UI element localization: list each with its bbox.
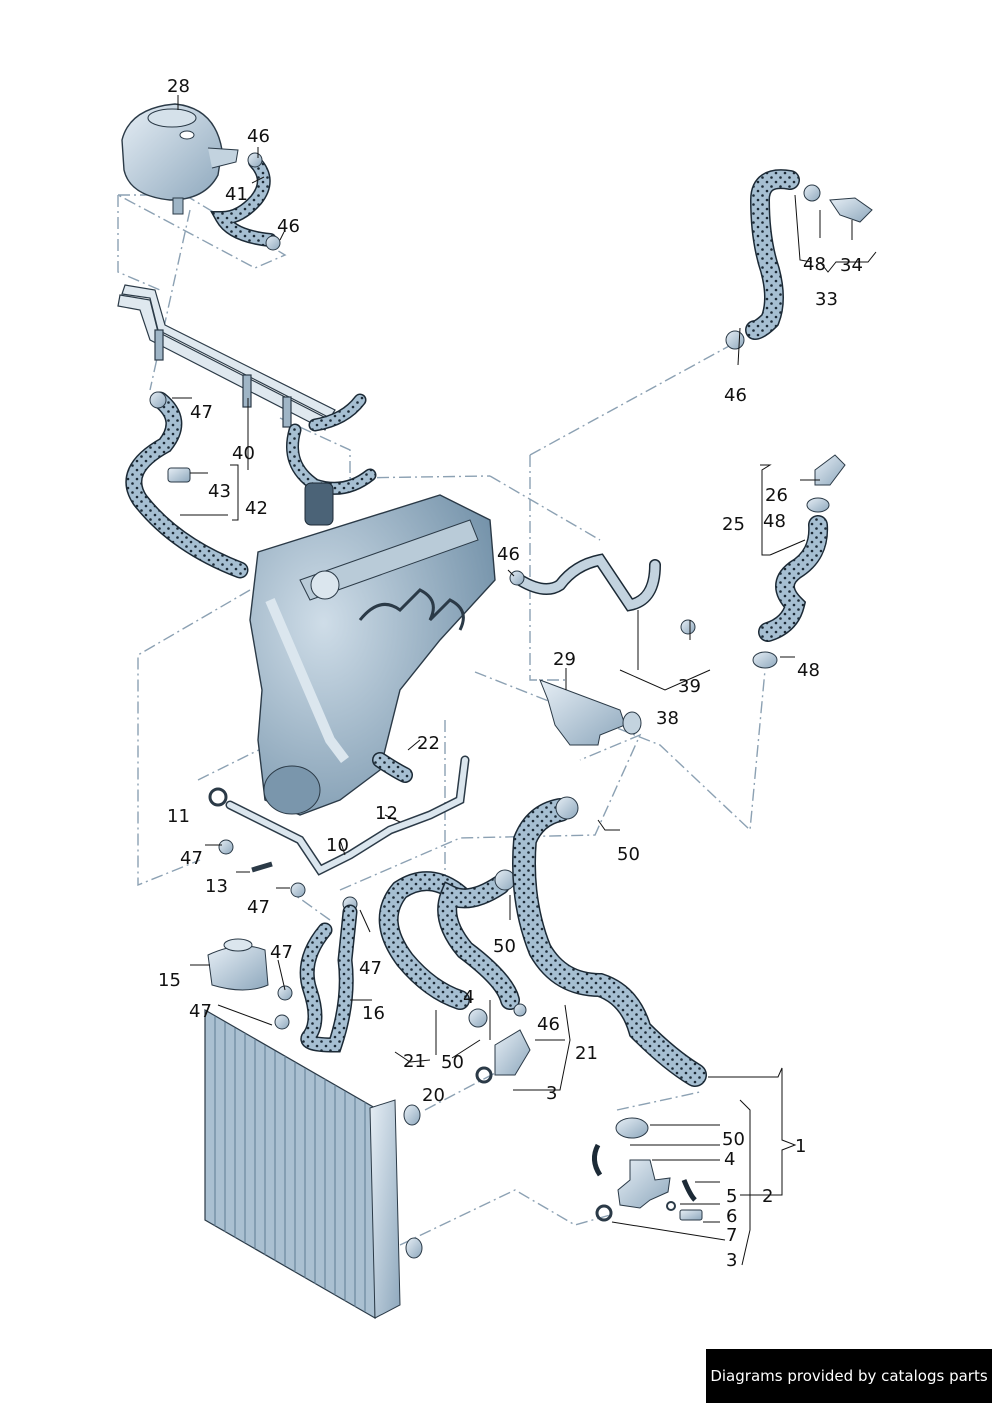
callout-47: 47	[189, 1001, 212, 1022]
callout-26: 26	[765, 485, 788, 506]
callout-6: 6	[726, 1206, 737, 1227]
credit-banner: Diagrams provided by catalogs parts	[706, 1349, 992, 1403]
callout-46: 46	[724, 385, 747, 406]
dash-dot-leader-lines	[117, 194, 766, 1246]
callout-39: 39	[678, 676, 701, 697]
callout-2: 2	[762, 1186, 773, 1207]
callout-12: 12	[375, 803, 398, 824]
clamp-50-lower	[468, 1008, 488, 1028]
callout-47: 47	[270, 942, 293, 963]
callout-4: 4	[724, 1149, 735, 1170]
callout-3: 3	[726, 1250, 737, 1271]
callout-10: 10	[326, 835, 349, 856]
clamp-47-a	[218, 839, 234, 855]
clamp-50-upper	[555, 796, 579, 820]
valve-block	[304, 482, 334, 526]
clamp-47-d	[277, 985, 293, 1001]
callout-leaders	[172, 95, 877, 1266]
bleeder-39	[680, 619, 696, 635]
callout-40: 40	[232, 443, 255, 464]
callout-21: 21	[403, 1051, 426, 1072]
callout-47: 47	[247, 897, 270, 918]
thermostat-assembly	[592, 1117, 703, 1222]
callout-46: 46	[277, 216, 300, 237]
clamp-46-mid	[509, 570, 525, 586]
callout-15: 15	[158, 970, 181, 991]
callout-11: 11	[167, 806, 190, 827]
clamp-47-e	[274, 1014, 290, 1030]
callout-29: 29	[553, 649, 576, 670]
engine-block	[249, 494, 496, 816]
callout-4: 4	[463, 987, 474, 1008]
callout-5: 5	[726, 1186, 737, 1207]
callout-48: 48	[797, 660, 820, 681]
callout-48: 48	[803, 254, 826, 275]
callout-46: 46	[247, 126, 270, 147]
clamp-46-top	[247, 152, 263, 168]
clamp-48-lower	[752, 651, 778, 669]
coolant-flange-29	[539, 679, 626, 746]
callout-42: 42	[245, 498, 268, 519]
connector-4-left	[494, 1029, 531, 1076]
clamp-47-b	[290, 882, 306, 898]
o-ring-11	[208, 787, 228, 807]
callout-50: 50	[441, 1052, 464, 1073]
callout-46: 46	[497, 544, 520, 565]
clip-43	[167, 467, 191, 483]
clamp-46-lower	[265, 235, 281, 251]
callout-13: 13	[205, 876, 228, 897]
clamp-46-lower-right	[513, 1003, 527, 1017]
callout-numbers: 28 46 41 46 47 40 43 42 46 39 29 38 22 1…	[158, 76, 863, 1271]
callout-43: 43	[208, 481, 231, 502]
callout-34: 34	[840, 255, 863, 276]
callout-47: 47	[190, 402, 213, 423]
callout-50: 50	[722, 1129, 745, 1150]
callout-21: 21	[575, 1043, 598, 1064]
callout-48: 48	[763, 511, 786, 532]
callout-28: 28	[167, 76, 190, 97]
callout-47: 47	[359, 958, 382, 979]
callout-50: 50	[493, 936, 516, 957]
radiator	[204, 1008, 423, 1320]
elbow-34	[829, 197, 873, 223]
callout-20: 20	[422, 1085, 445, 1106]
clamp-46-right	[725, 330, 745, 350]
hose-21-main	[512, 798, 707, 1087]
callout-7: 7	[726, 1225, 737, 1246]
elbow-26	[814, 454, 846, 486]
callout-38: 38	[656, 708, 679, 729]
clamp-47-upper	[149, 391, 167, 409]
o-ring-20-lower	[475, 1066, 493, 1084]
expansion-tank	[121, 103, 239, 215]
bolt-13	[251, 861, 273, 873]
callout-46: 46	[537, 1014, 560, 1035]
callout-33: 33	[815, 289, 838, 310]
clamp-48-mid	[806, 497, 830, 513]
callout-47: 47	[180, 848, 203, 869]
callout-50: 50	[617, 844, 640, 865]
callout-16: 16	[362, 1003, 385, 1024]
callout-25: 25	[722, 514, 745, 535]
clamp-50-mid	[494, 869, 516, 891]
reservoir-15	[207, 945, 269, 991]
coolant-pipe-bundle	[117, 284, 336, 431]
clamp-48-top	[803, 184, 821, 202]
callout-3: 3	[546, 1083, 557, 1104]
callout-41: 41	[225, 184, 248, 205]
callout-22: 22	[417, 733, 440, 754]
callout-1: 1	[795, 1136, 806, 1157]
